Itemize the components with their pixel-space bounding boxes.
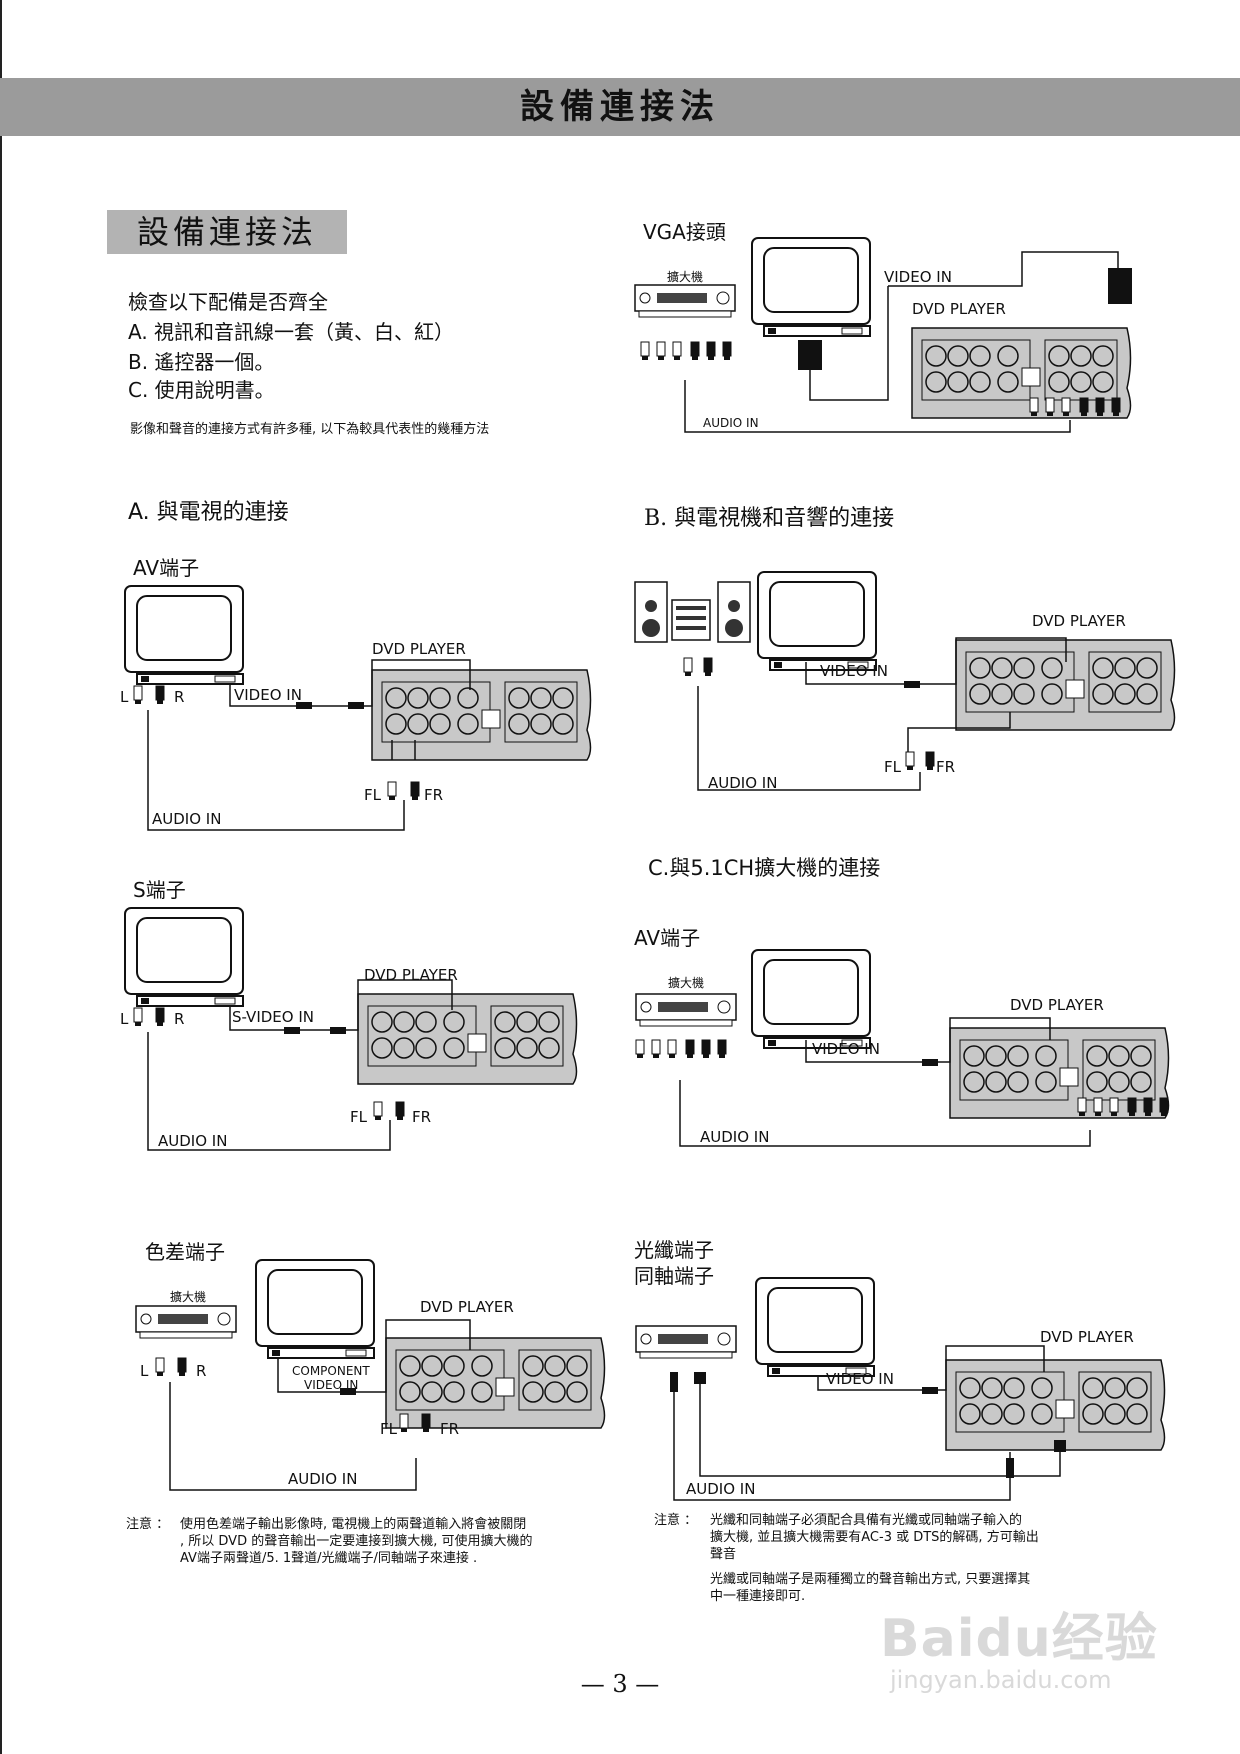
fl-label: FL	[884, 758, 901, 776]
r-label: R	[174, 688, 185, 706]
section-c-title: C.與5.1CH擴大機的連接	[648, 856, 881, 880]
dvd-label: DVD PLAYER	[372, 640, 466, 658]
section-title: 設備連接法	[136, 213, 317, 251]
audio-in-label: AUDIO IN	[708, 774, 778, 792]
note-left-label: 注意 ：	[126, 1517, 170, 1532]
checklist-intro: 檢查以下配備是否齊全	[128, 290, 328, 314]
header-bar	[0, 78, 1240, 136]
dvd-label: DVD PLAYER	[912, 300, 1006, 318]
l-label: L	[120, 1010, 129, 1028]
audio-in-label: AUDIO IN	[703, 416, 759, 430]
audio-in-label: AUDIO IN	[288, 1470, 358, 1488]
section-box	[107, 210, 347, 254]
note-right-label: 注意 ：	[654, 1513, 698, 1528]
video-in-label: VIDEO IN	[884, 268, 952, 286]
r-label: R	[196, 1362, 207, 1380]
fl-label: FL	[364, 786, 381, 804]
watermark-url: jingyan.baidu.com	[890, 1666, 1112, 1694]
comp-title: 色差端子	[145, 1240, 225, 1264]
video-in-label: VIDEO IN	[304, 1378, 359, 1392]
r-label: R	[174, 1010, 185, 1028]
fr-label: FR	[440, 1420, 460, 1438]
optical-title: 光纖端子	[634, 1238, 714, 1262]
audio-in-label: AUDIO IN	[152, 810, 222, 828]
dvd-label: DVD PLAYER	[364, 966, 458, 984]
video-in-label: VIDEO IN	[812, 1040, 880, 1058]
amp-label: 擴大機	[170, 1290, 207, 1304]
c-av-title: AV端子	[634, 926, 701, 950]
coaxial-title: 同軸端子	[634, 1264, 714, 1288]
section-b-title: B. 與電視機和音響的連接	[644, 506, 895, 531]
amp-label: 擴大機	[668, 976, 705, 990]
checklist-item: B. 遙控器一個。	[128, 350, 275, 374]
fr-label: FR	[412, 1108, 432, 1126]
amp-label: 擴大機	[667, 270, 704, 284]
fl-label: FL	[350, 1108, 367, 1126]
watermark-logo: Baidu经验	[880, 1609, 1158, 1669]
audio-in-label: AUDIO IN	[686, 1480, 756, 1498]
page-title: 設備連接法	[520, 87, 720, 127]
dvd-label: DVD PLAYER	[1040, 1328, 1134, 1346]
page-border	[0, 0, 2, 1754]
fr-label: FR	[936, 758, 956, 776]
note-right: 光纖和同軸端子必須配合具備有光纖或同軸端子輸入的 擴大機, 並且擴大機需要有AC…	[710, 1513, 1039, 1604]
method-note: 影像和聲音的連接方式有許多種, 以下為較具代表性的幾種方法	[130, 422, 490, 437]
fr-label: FR	[424, 786, 444, 804]
fl-label: FL	[380, 1420, 397, 1438]
page-number: — 3 —	[580, 1670, 660, 1698]
video-in-label: VIDEO IN	[234, 686, 302, 704]
checklist-item: A. 視訊和音訊線一套（黃、白、紅）	[128, 320, 455, 344]
l-label: L	[140, 1362, 149, 1380]
av-title: AV端子	[133, 556, 200, 580]
dvd-label: DVD PLAYER	[1010, 996, 1104, 1014]
note-left: 使用色差端子輸出影像時, 電視機上的兩聲道輸入將會被關閉 , 所以 DVD 的聲…	[180, 1517, 533, 1566]
video-in-label: S-VIDEO IN	[232, 1008, 314, 1026]
video-in-label: VIDEO IN	[820, 662, 888, 680]
video-in-label: VIDEO IN	[826, 1370, 894, 1388]
l-label: L	[120, 688, 129, 706]
checklist-item: C. 使用說明書。	[128, 378, 275, 402]
audio-in-label: AUDIO IN	[700, 1128, 770, 1146]
audio-in-label: AUDIO IN	[158, 1132, 228, 1150]
s-title: S端子	[133, 878, 186, 902]
dvd-label: DVD PLAYER	[1032, 612, 1126, 630]
video-in-label: COMPONENT	[292, 1364, 370, 1378]
dvd-label: DVD PLAYER	[420, 1298, 514, 1316]
vga-title: VGA接頭	[643, 220, 726, 244]
section-a-title: A. 與電視的連接	[128, 500, 289, 525]
